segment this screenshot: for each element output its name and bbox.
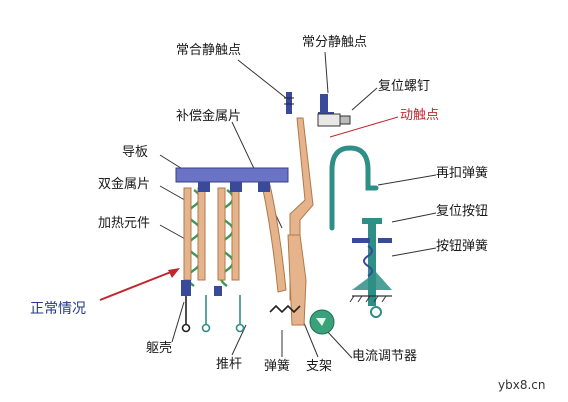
button-spring-shape xyxy=(363,245,373,277)
bottom-terminals xyxy=(181,280,222,296)
label-moving-contact: 动触点 xyxy=(400,108,440,123)
leader-reset-screw xyxy=(351,87,378,111)
leader-button-spring xyxy=(391,247,437,257)
leader-housing xyxy=(171,301,185,343)
label-current-regulator: 电流调节器 xyxy=(352,349,418,364)
label-reset-screw: 复位螺钉 xyxy=(378,79,431,94)
bimetal-strip-1 xyxy=(183,187,192,281)
reset-screw-shape xyxy=(317,113,351,127)
guide-tab-3 xyxy=(258,182,270,192)
label-heating-element: 加热元件 xyxy=(98,216,151,231)
label-housing: 躯壳 xyxy=(146,341,173,356)
label-bracket: 支架 xyxy=(306,359,333,374)
label-guide-plate: 导板 xyxy=(122,145,149,160)
terminal-housing xyxy=(181,280,191,296)
terminal-2 xyxy=(214,286,222,296)
leader-bracket xyxy=(303,322,319,358)
label-normal-state: 正常情况 xyxy=(30,301,86,317)
leader-heating xyxy=(159,224,188,241)
leader-relatch xyxy=(377,174,437,186)
heating-coils xyxy=(186,189,235,287)
current-regulator-shape xyxy=(309,309,335,335)
normally-closed-contact-shape xyxy=(284,92,294,114)
label-relatch-spring: 再扣弹簧 xyxy=(436,166,489,181)
watermark: ybx8.cn xyxy=(498,378,546,392)
bimetal-strip-4 xyxy=(231,187,240,281)
leader-reset-button xyxy=(391,212,437,223)
guide-plate-tabs xyxy=(198,182,270,192)
label-normally-open-contact: 常分静触点 xyxy=(302,35,368,50)
guide-tab-2 xyxy=(230,182,242,192)
push-rod-spring xyxy=(269,304,301,314)
leader-moving-contact xyxy=(329,116,399,138)
housing-wire xyxy=(181,296,191,333)
heating-coil-1 xyxy=(186,189,202,287)
label-push-rod: 推杆 xyxy=(216,357,243,372)
bimetal-strip-2 xyxy=(197,187,206,281)
label-spring: 弹簧 xyxy=(264,359,291,374)
normal-state-arrow xyxy=(99,268,180,301)
compensation-strip xyxy=(261,184,287,293)
leader-lines xyxy=(159,51,437,359)
leader-normally-closed xyxy=(237,59,287,99)
bimetal-strip-3 xyxy=(217,187,226,281)
label-compensation-strip: 补偿金属片 xyxy=(176,109,242,124)
heating-coil-2 xyxy=(219,189,235,287)
label-reset-button: 复位按钮 xyxy=(436,204,489,219)
label-bimetal-strip: 双金属片 xyxy=(98,177,151,192)
guide-tab-1 xyxy=(198,182,210,192)
terminal-wires xyxy=(201,295,245,333)
reset-button-cap xyxy=(362,218,382,224)
reset-button-assembly xyxy=(349,218,392,318)
label-normally-closed-contact: 常合静触点 xyxy=(176,43,242,58)
leader-normally-open xyxy=(324,51,329,94)
guide-plate xyxy=(175,167,289,183)
label-button-spring: 按钮弹簧 xyxy=(436,239,489,254)
reset-button-pivot xyxy=(370,306,382,318)
reset-button-rod xyxy=(368,224,376,306)
leader-current-regulator xyxy=(325,329,353,359)
relatch-spring-shape xyxy=(329,145,379,231)
bracket-piece xyxy=(287,234,307,326)
